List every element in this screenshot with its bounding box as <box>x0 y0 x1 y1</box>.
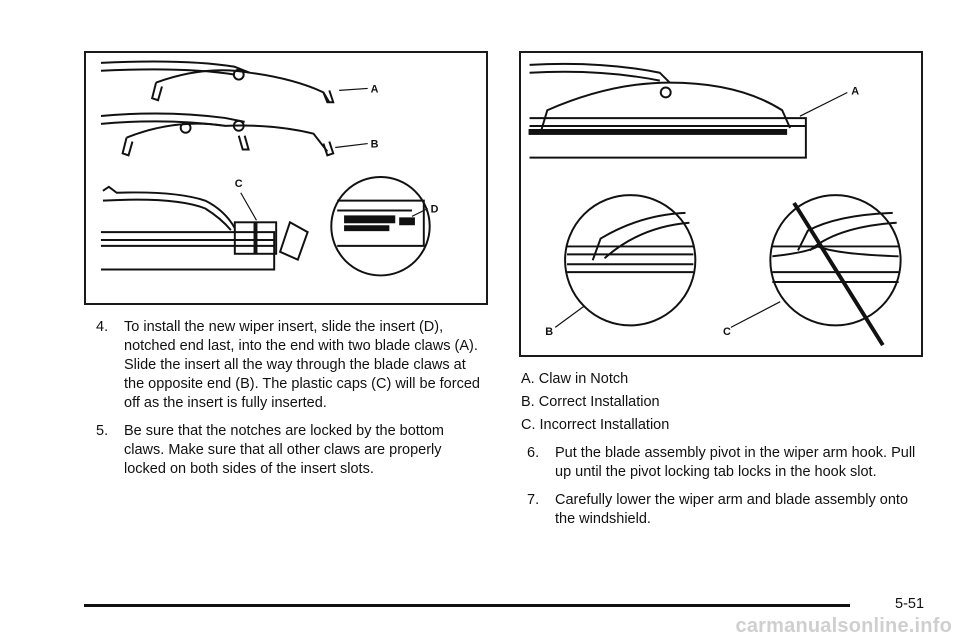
caption-text: Claw in Notch <box>538 371 629 387</box>
step-number: 5. <box>96 423 109 439</box>
callout-a: A <box>371 83 379 95</box>
caption-item: C. Incorrect Installation <box>521 416 921 435</box>
wiper-insert-illustration: A B C D <box>84 51 488 305</box>
callout-c: C <box>235 178 243 190</box>
step-item: 6. Put the blade assembly pivot in the w… <box>527 444 921 482</box>
caption-letter: B. <box>521 394 535 410</box>
step-text: Be sure that the notches are locked by t… <box>124 423 444 477</box>
caption-item: B. Correct Installation <box>521 393 921 412</box>
callout-a-right: A <box>851 85 859 97</box>
caption-letter: C. <box>521 417 536 433</box>
step-text: To install the new wiper insert, slide t… <box>124 319 480 411</box>
claw-installation-drawing: A B C <box>528 62 902 347</box>
caption-item: A. Claw in Notch <box>521 370 921 389</box>
page-number: 5-51 <box>895 596 925 612</box>
wiper-insert-drawing: A B C D <box>100 60 439 277</box>
step-number: 6. <box>527 445 540 461</box>
caption-text: Incorrect Installation <box>539 417 670 433</box>
callout-c-right: C <box>723 326 731 338</box>
watermark: carmanualsonline.info <box>735 615 952 637</box>
step-text: Put the blade assembly pivot in the wipe… <box>555 445 916 480</box>
steps-left-column: 4. To install the new wiper insert, slid… <box>96 318 486 488</box>
footer-rule <box>84 604 850 607</box>
figure-captions: A. Claw in Notch B. Correct Installation… <box>521 370 921 439</box>
callout-d: D <box>431 203 439 215</box>
step-item: 7. Carefully lower the wiper arm and bla… <box>527 491 921 529</box>
step-item: 5. Be sure that the notches are locked b… <box>96 422 486 479</box>
callout-b: B <box>371 138 379 150</box>
step-number: 7. <box>527 492 540 508</box>
step-item: 4. To install the new wiper insert, slid… <box>96 318 486 413</box>
step-text: Carefully lower the wiper arm and blade … <box>555 492 909 527</box>
caption-text: Correct Installation <box>538 394 660 410</box>
step-number: 4. <box>96 319 109 335</box>
claw-installation-illustration: A B C <box>519 51 923 357</box>
steps-right-column: 6. Put the blade assembly pivot in the w… <box>527 444 921 538</box>
caption-letter: A. <box>521 371 535 387</box>
callout-b-right: B <box>545 326 553 338</box>
